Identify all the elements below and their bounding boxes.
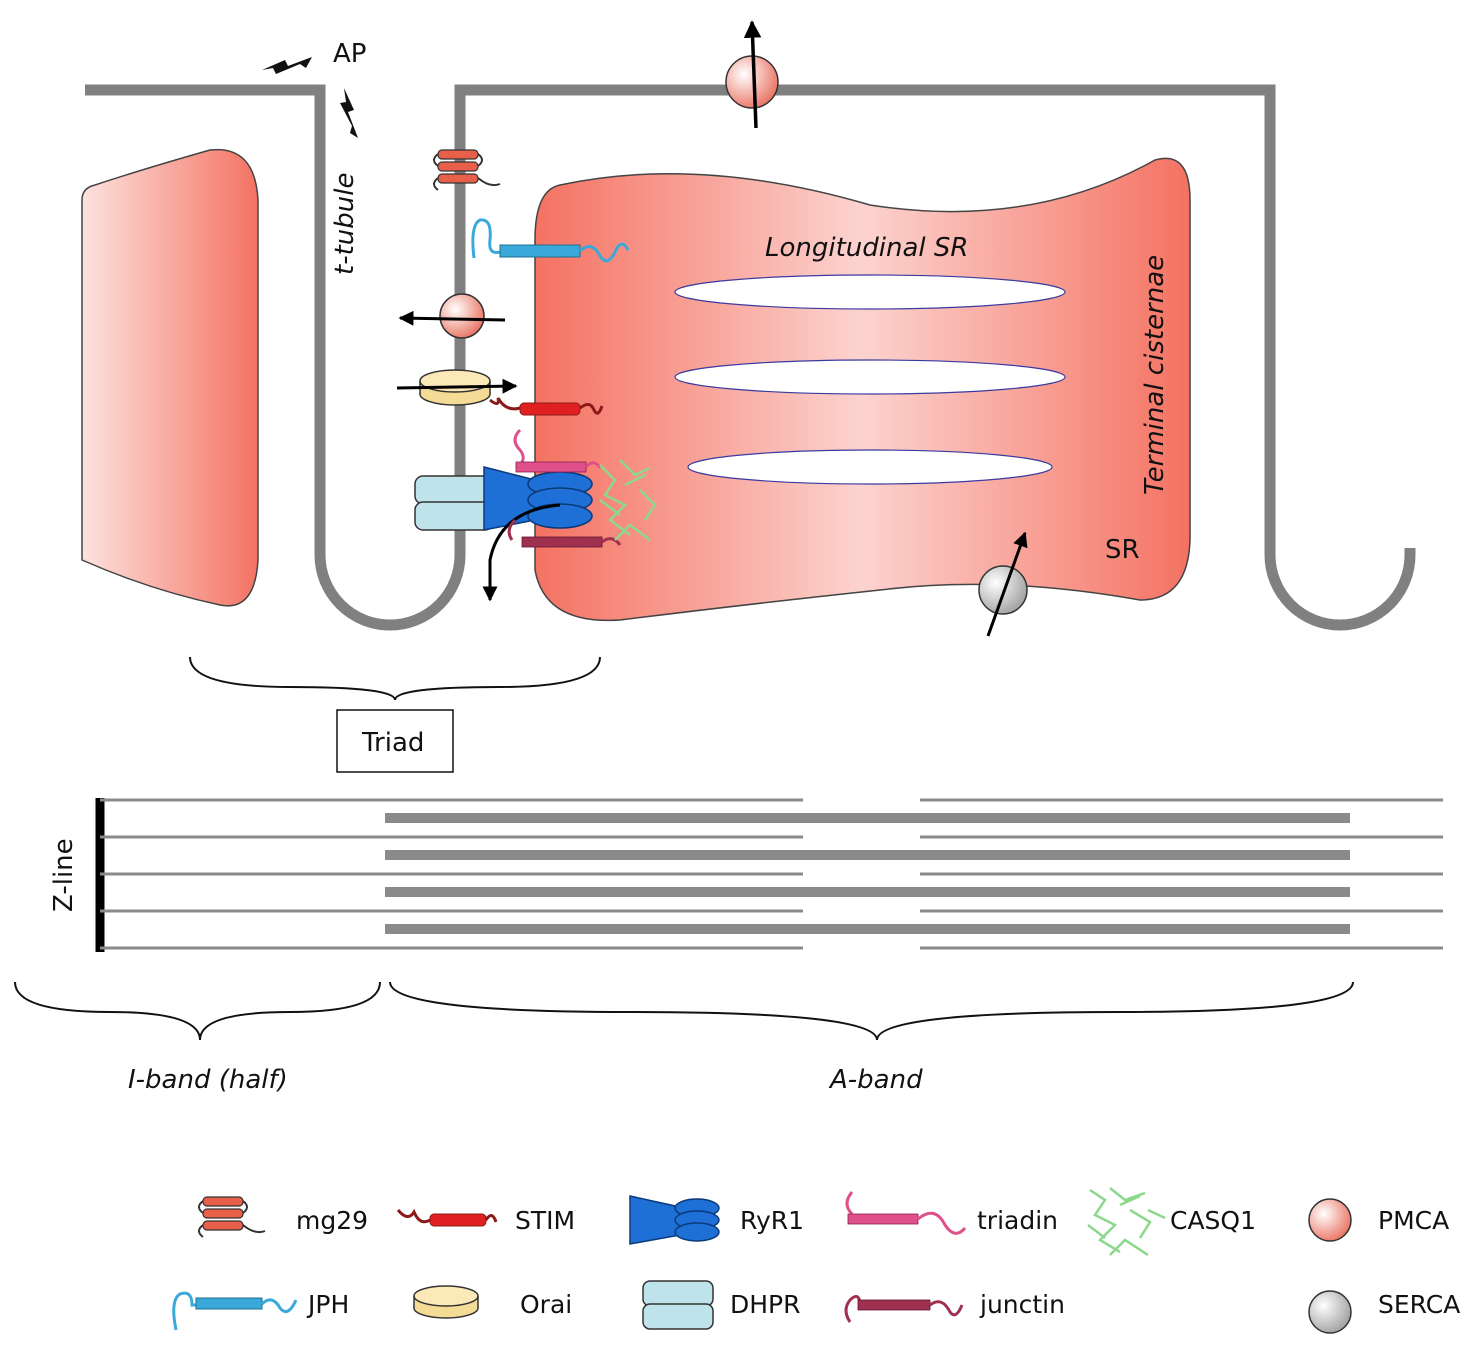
legend-junctin-icon [844, 1295, 964, 1323]
legend-triadin-icon [845, 1191, 967, 1235]
terminal-cisternae-label: Terminal cisternae [1140, 255, 1170, 495]
mg29-icon [433, 149, 501, 191]
junctin-icon [507, 518, 622, 548]
legend-ryr1-icon [629, 1195, 720, 1245]
a-band-label: A-band [828, 1065, 923, 1095]
legend-jph-icon [172, 1291, 298, 1331]
longitudinal-sr-lumen [674, 359, 1066, 395]
pmca-icon [439, 293, 485, 339]
i-band-label: I-band (half) [128, 1065, 288, 1095]
legend-label: Orai [520, 1290, 572, 1319]
ryr1-flux-arrow [482, 503, 561, 602]
ryr1-icon [483, 466, 593, 531]
legend-label: junctin [979, 1290, 1065, 1319]
legend-label: SERCA [1378, 1290, 1460, 1319]
legend: mg29 STIM RyR1 triadin CASQ1 PMCA [172, 1187, 1460, 1334]
z-line-label: Z-line [49, 838, 79, 912]
legend-pmca-icon [1308, 1198, 1352, 1242]
thick-filaments [385, 813, 1350, 934]
a-band-brace [389, 981, 1354, 1041]
sarcolemma-t-tubule [85, 84, 1416, 631]
legend-orai-icon [413, 1285, 479, 1319]
t-tubule-label: t-tubule [330, 173, 360, 275]
ap-label: AP [333, 39, 366, 69]
longitudinal-sr-label: Longitudinal SR [765, 233, 968, 263]
triad-brace [189, 656, 601, 701]
legend-label: CASQ1 [1170, 1206, 1256, 1235]
legend-stim-icon [396, 1208, 498, 1227]
triad-label: Triad [361, 728, 424, 758]
sr-label: SR [1105, 535, 1140, 565]
legend-label: mg29 [296, 1206, 368, 1235]
legend-label: STIM [515, 1206, 575, 1235]
jph-icon [471, 218, 630, 263]
pmca-flux-arrow [398, 310, 506, 326]
dhpr-icon [414, 475, 494, 531]
pmca-flux-arrow [743, 20, 762, 129]
orai-flux-arrow [396, 378, 518, 394]
legend-label: PMCA [1378, 1206, 1449, 1235]
casq1-icon [599, 459, 657, 541]
legend-label: RyR1 [740, 1206, 804, 1235]
longitudinal-sr-lumen [674, 274, 1066, 310]
triadin-icon [513, 428, 602, 473]
left-sr-compartment [81, 148, 259, 607]
ap-lightning-icon [340, 88, 358, 138]
legend-label: triadin [977, 1206, 1058, 1235]
thin-filaments [100, 798, 1443, 950]
legend-mg29-icon [198, 1196, 266, 1238]
legend-serca-icon [1308, 1290, 1352, 1334]
stim-icon [489, 397, 604, 416]
legend-casq1-icon [1087, 1187, 1166, 1257]
i-band-brace [14, 981, 381, 1041]
longitudinal-sr-lumen [687, 449, 1053, 485]
legend-label: JPH [306, 1290, 349, 1319]
legend-dhpr-icon [642, 1280, 714, 1330]
legend-label: DHPR [730, 1290, 801, 1319]
ap-lightning-icon [262, 57, 312, 74]
triad-label-box [336, 709, 454, 773]
serca-flux-arrow [986, 531, 1028, 637]
